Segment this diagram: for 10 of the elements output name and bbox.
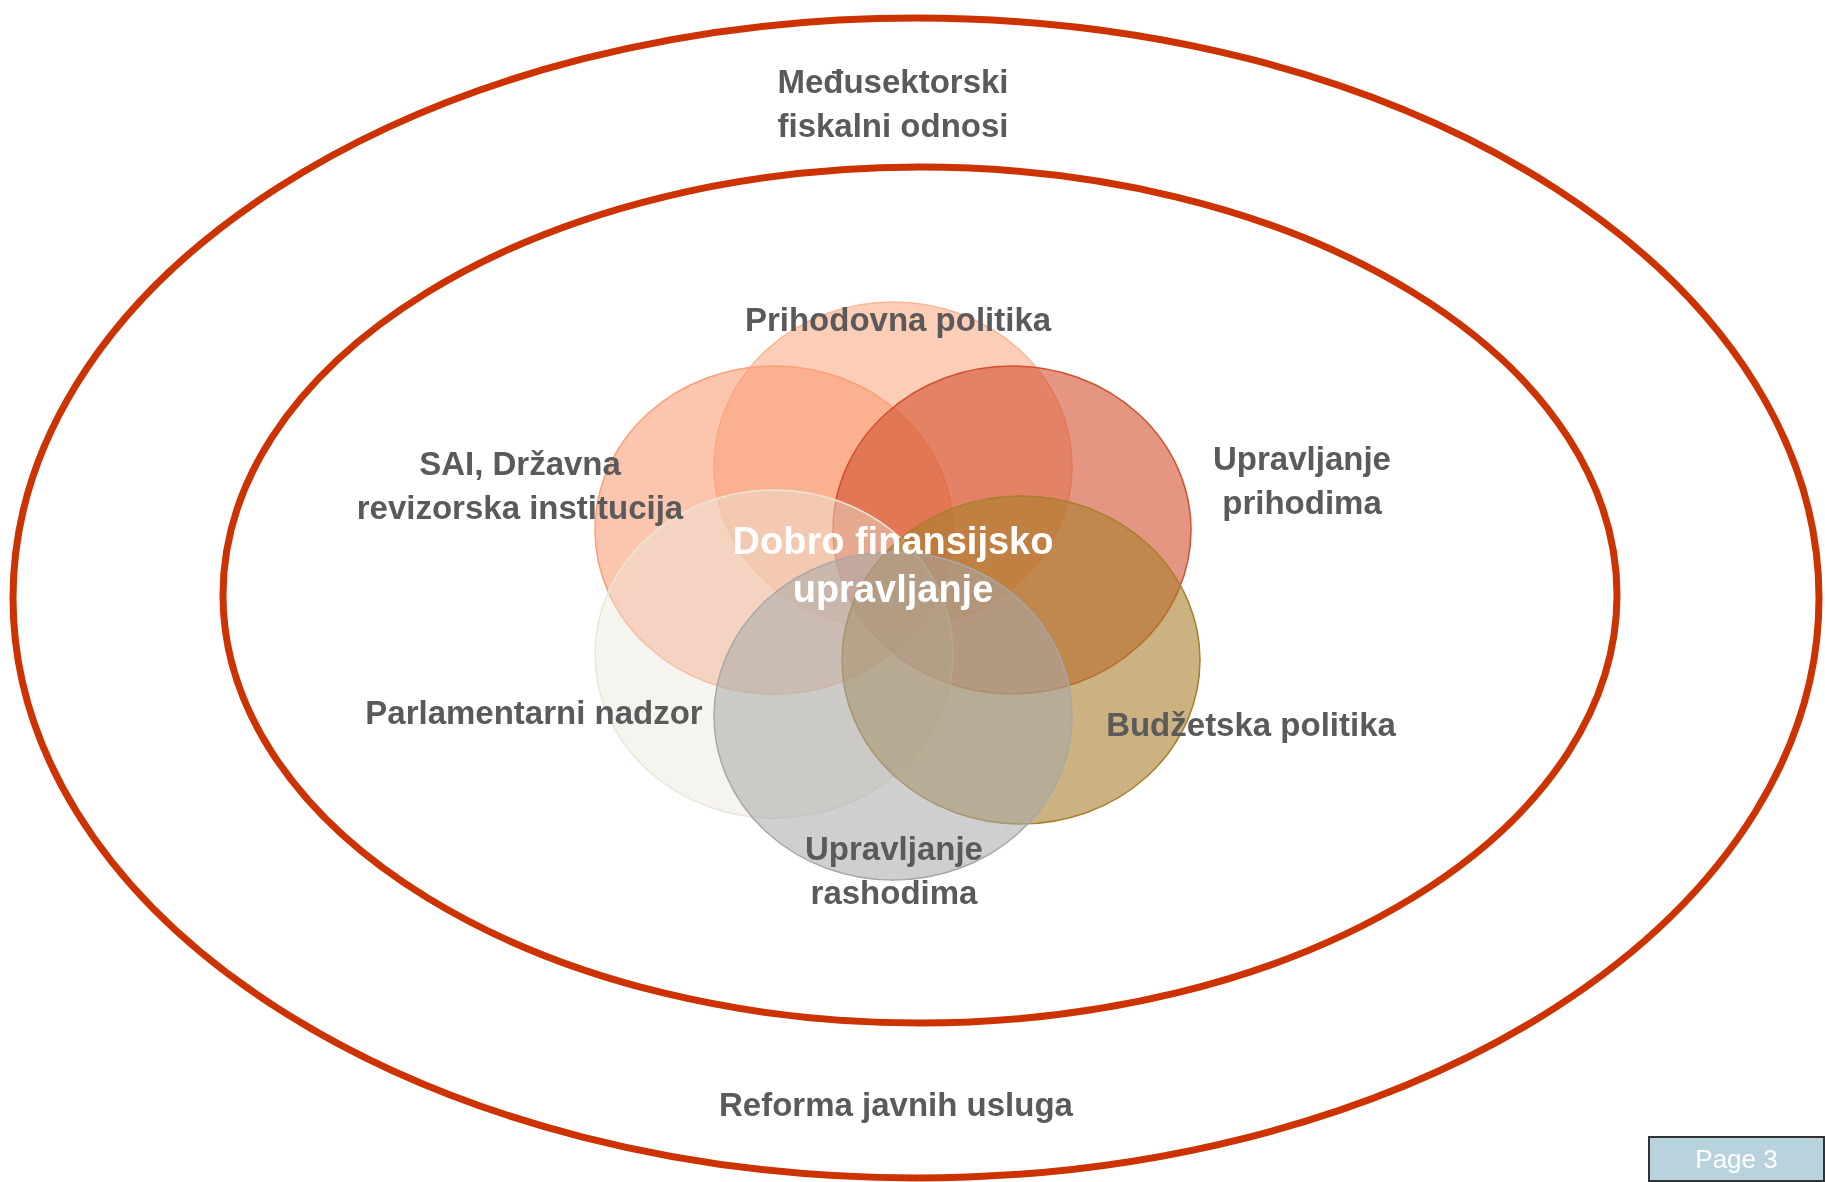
page-number: Page 3	[1694, 1143, 1779, 1176]
page-tag	[1648, 1136, 1825, 1182]
ellipse-ring	[9, 14, 1823, 1182]
ring-label: Reforma javnih usluga	[718, 1085, 1074, 1125]
circle-label: Parlamentarni nadzor	[364, 693, 704, 733]
ellipse-ring	[219, 163, 1621, 1027]
ring-label: Međusektorski fiskalni odnosi	[776, 62, 1010, 146]
center-label: Dobro finansijsko upravljanje	[731, 519, 1055, 612]
circle-label: Upravljanje prihodima	[1212, 439, 1392, 523]
circle-label: Upravljanje rashodima	[804, 829, 984, 913]
